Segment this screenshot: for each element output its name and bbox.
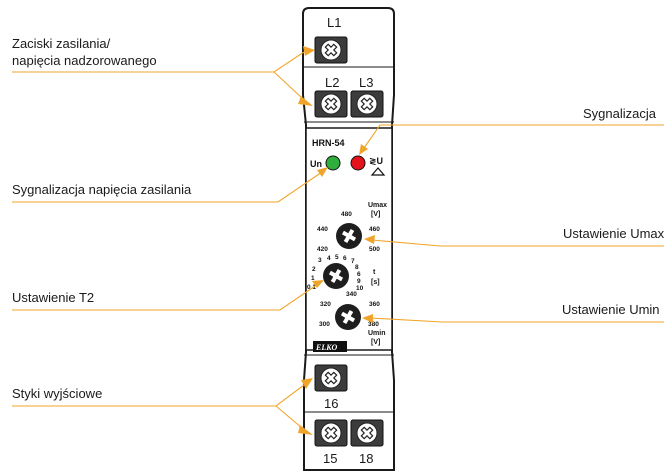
umax-tick: 500 bbox=[369, 246, 380, 253]
terminal-l3-screw bbox=[350, 90, 384, 118]
umin-unit: [V] bbox=[371, 339, 380, 346]
t-title: t bbox=[373, 269, 376, 276]
brand-logo bbox=[313, 341, 347, 352]
t-tick: 5 bbox=[335, 254, 339, 261]
t-tick: 8 bbox=[355, 264, 359, 271]
t-tick: 10 bbox=[356, 285, 364, 292]
brand-logo-text: ELKO bbox=[315, 343, 338, 352]
dial-umax: 480 440 460 420 500 Umax [V] bbox=[317, 202, 387, 253]
callout-power-terminals-line2: napięcia nadzorowanego bbox=[12, 53, 157, 68]
terminal-16-screw bbox=[314, 364, 348, 392]
t-tick: 0.1 bbox=[307, 284, 316, 291]
umin-title: Umin bbox=[368, 330, 386, 337]
umax-tick: 460 bbox=[369, 226, 380, 233]
terminal-l1-screw bbox=[314, 36, 348, 64]
t-tick: 6 bbox=[357, 271, 361, 278]
leader-output-contacts bbox=[12, 378, 313, 435]
terminal-l2-label: L2 bbox=[325, 75, 339, 90]
terminal-l3-label: L3 bbox=[359, 75, 373, 90]
umin-tick: 320 bbox=[320, 301, 331, 308]
t-tick: 7 bbox=[351, 258, 355, 265]
t-tick: 2 bbox=[312, 266, 316, 273]
umax-knob[interactable] bbox=[336, 223, 362, 249]
leader-power-terminals bbox=[12, 46, 315, 106]
terminal-15-label: 15 bbox=[323, 451, 337, 466]
relay-state-icon bbox=[370, 167, 386, 176]
t-tick: 3 bbox=[318, 257, 322, 264]
callout-supply-signaling: Sygnalizacja napięcia zasilania bbox=[12, 182, 192, 197]
t-tick: 9 bbox=[357, 278, 361, 285]
umax-tick: 440 bbox=[317, 226, 328, 233]
leader-signaling bbox=[359, 124, 664, 155]
terminal-18-label: 18 bbox=[359, 451, 373, 466]
callout-set-t2: Ustawienie T2 bbox=[12, 290, 94, 305]
umin-knob[interactable] bbox=[335, 304, 361, 330]
terminal-15-screw bbox=[314, 419, 348, 447]
un-label: Un bbox=[310, 159, 322, 169]
umax-tick: 480 bbox=[341, 211, 352, 218]
terminal-l1-label: L1 bbox=[327, 15, 341, 30]
t-tick: 1 bbox=[311, 275, 315, 282]
terminal-l2-screw bbox=[314, 90, 348, 118]
umax-title: Umax bbox=[368, 202, 387, 209]
callout-signaling: Sygnalizacja bbox=[583, 106, 657, 121]
umin-tick: 360 bbox=[369, 301, 380, 308]
umin-tick: 300 bbox=[319, 321, 330, 328]
leader-set-umax bbox=[364, 235, 664, 247]
umax-unit: [V] bbox=[371, 211, 380, 218]
model-label: HRN-54 bbox=[312, 138, 345, 148]
umax-tick: 420 bbox=[317, 246, 328, 253]
t-knob[interactable] bbox=[323, 263, 349, 289]
terminal-18-screw bbox=[350, 419, 384, 447]
leader-set-umin bbox=[362, 314, 664, 323]
callout-output-contacts: Styki wyjściowe bbox=[12, 386, 102, 401]
u-symbol-label: ≷U bbox=[369, 156, 383, 166]
umin-tick: 380 bbox=[368, 321, 379, 328]
t-unit: [s] bbox=[371, 279, 380, 286]
callout-set-umin: Ustawienie Umin bbox=[562, 302, 660, 317]
t-tick: 6 bbox=[343, 255, 347, 262]
leader-supply-signaling bbox=[12, 167, 328, 203]
signal-led-red bbox=[350, 155, 366, 171]
leader-set-t2 bbox=[12, 280, 324, 311]
dial-umin: 320 340 360 300 380 Umin [V] bbox=[319, 291, 386, 346]
umin-tick: 340 bbox=[346, 291, 357, 298]
dial-t: 3 4 5 6 7 8 2 1 0.1 6 9 10 t [s] bbox=[307, 254, 380, 292]
terminal-16-label: 16 bbox=[324, 396, 338, 411]
callout-power-terminals-line1: Zaciski zasilania/ bbox=[12, 36, 111, 51]
callout-set-umax: Ustawienie Umax bbox=[563, 226, 665, 241]
t-tick: 4 bbox=[327, 255, 331, 262]
supply-led-green bbox=[325, 155, 341, 171]
